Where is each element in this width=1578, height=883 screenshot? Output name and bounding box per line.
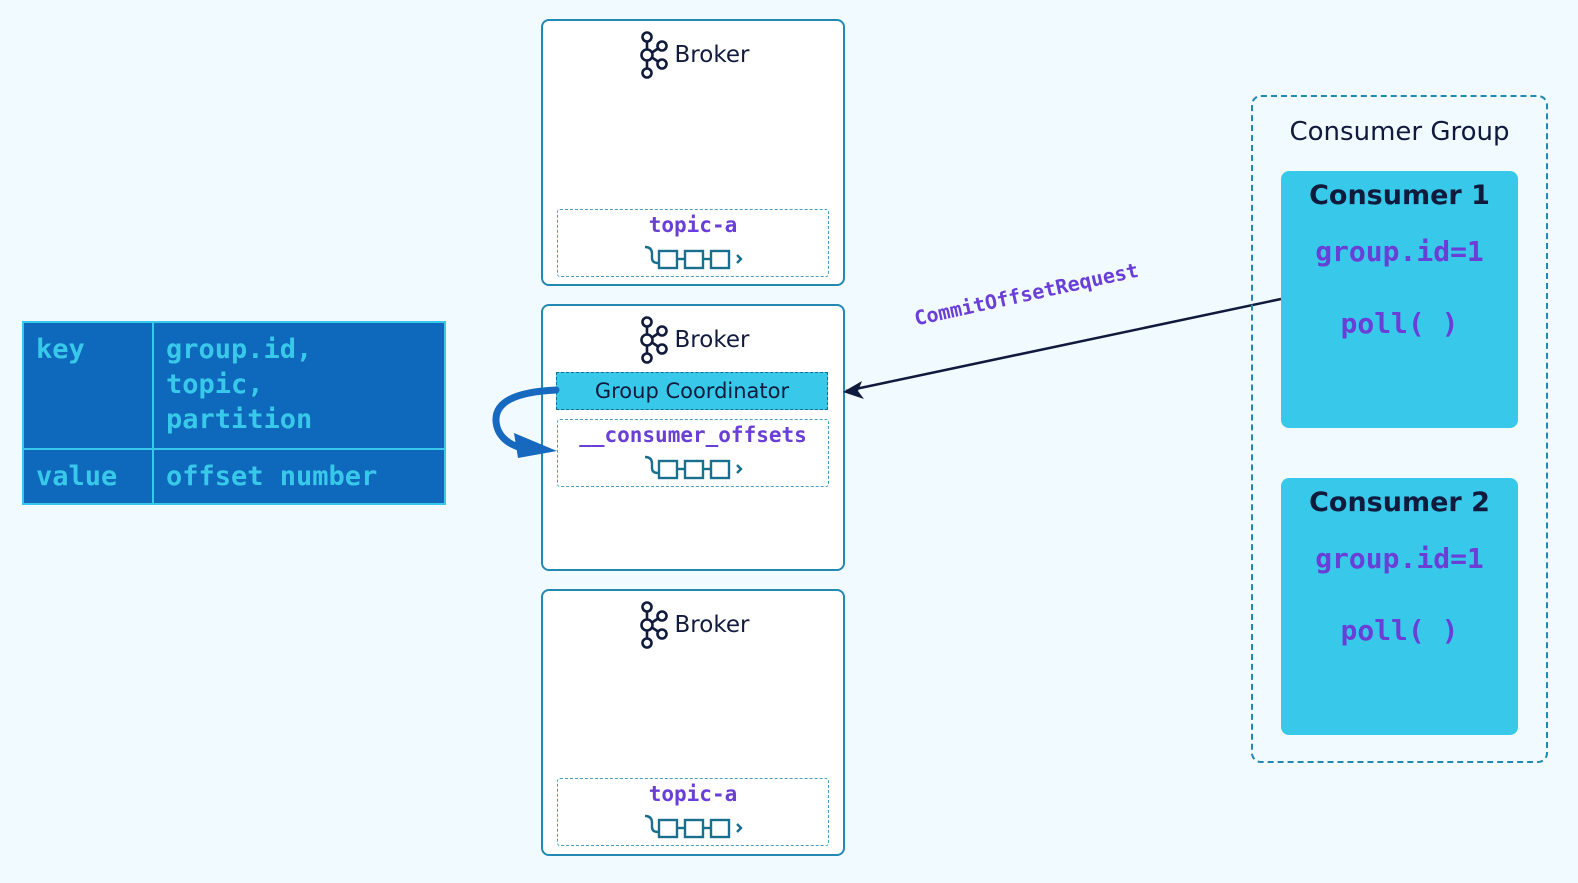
log-segments-icon xyxy=(644,455,743,480)
topic-partition-box: topic-a xyxy=(557,778,829,846)
table-value-line: offset number xyxy=(166,461,378,492)
table-row: value offset number xyxy=(22,448,446,505)
topic-name: topic-a xyxy=(648,782,738,806)
topic-partition-box: topic-a xyxy=(557,209,829,277)
broker-2: Broker Group Coordinator __consumer_offs… xyxy=(541,304,845,571)
kafka-logo-icon xyxy=(639,316,668,364)
broker-3: Broker topic-a xyxy=(541,589,845,856)
consumer-poll-call: poll( ) xyxy=(1340,614,1459,647)
consumer-name: Consumer 2 xyxy=(1309,487,1490,518)
commit-offset-arrow xyxy=(845,297,1282,393)
topic-name: __consumer_offsets xyxy=(579,423,807,447)
consumer-group-id: group.id=1 xyxy=(1315,542,1484,575)
broker-label: Broker xyxy=(674,42,750,68)
commit-offset-arrowhead xyxy=(843,381,864,399)
group-coordinator: Group Coordinator xyxy=(556,372,828,410)
broker-header: Broker xyxy=(543,31,843,79)
table-value-line: group.id, xyxy=(166,334,313,365)
consumer-group: Consumer Group Consumer 1 group.id=1 pol… xyxy=(1251,95,1548,763)
broker-1: Broker topic-a xyxy=(541,19,845,286)
consumer-1: Consumer 1 group.id=1 poll( ) xyxy=(1281,171,1518,428)
consumer-group-title: Consumer Group xyxy=(1289,117,1510,147)
broker-label: Broker xyxy=(674,612,750,638)
log-segments-icon xyxy=(644,814,743,839)
write-offsets-curved-arrow xyxy=(492,386,560,452)
broker-header: Broker xyxy=(543,601,843,649)
kafka-logo-icon xyxy=(639,31,668,79)
table-row: key group.id, topic, partition xyxy=(22,321,446,450)
table-value-cell: offset number xyxy=(152,448,446,505)
consumer-2: Consumer 2 group.id=1 poll( ) xyxy=(1281,478,1518,735)
table-key-cell: key xyxy=(22,321,154,450)
offset-record-table: key group.id, topic, partition value off… xyxy=(22,321,446,505)
table-key-cell: value xyxy=(22,448,154,505)
topic-name: topic-a xyxy=(648,213,738,237)
consumer-offsets-topic-box: __consumer_offsets xyxy=(557,419,829,487)
broker-label: Broker xyxy=(674,327,750,353)
broker-header: Broker xyxy=(543,316,843,364)
table-value-line: topic, xyxy=(166,369,264,400)
consumer-name: Consumer 1 xyxy=(1309,180,1490,211)
table-value-line: partition xyxy=(166,404,313,435)
kafka-logo-icon xyxy=(639,601,668,649)
table-value-cell: group.id, topic, partition xyxy=(152,321,446,450)
write-offsets-arrowhead xyxy=(514,433,557,458)
consumer-poll-call: poll( ) xyxy=(1340,307,1459,340)
consumer-group-id: group.id=1 xyxy=(1315,235,1484,268)
log-segments-icon xyxy=(644,245,743,270)
